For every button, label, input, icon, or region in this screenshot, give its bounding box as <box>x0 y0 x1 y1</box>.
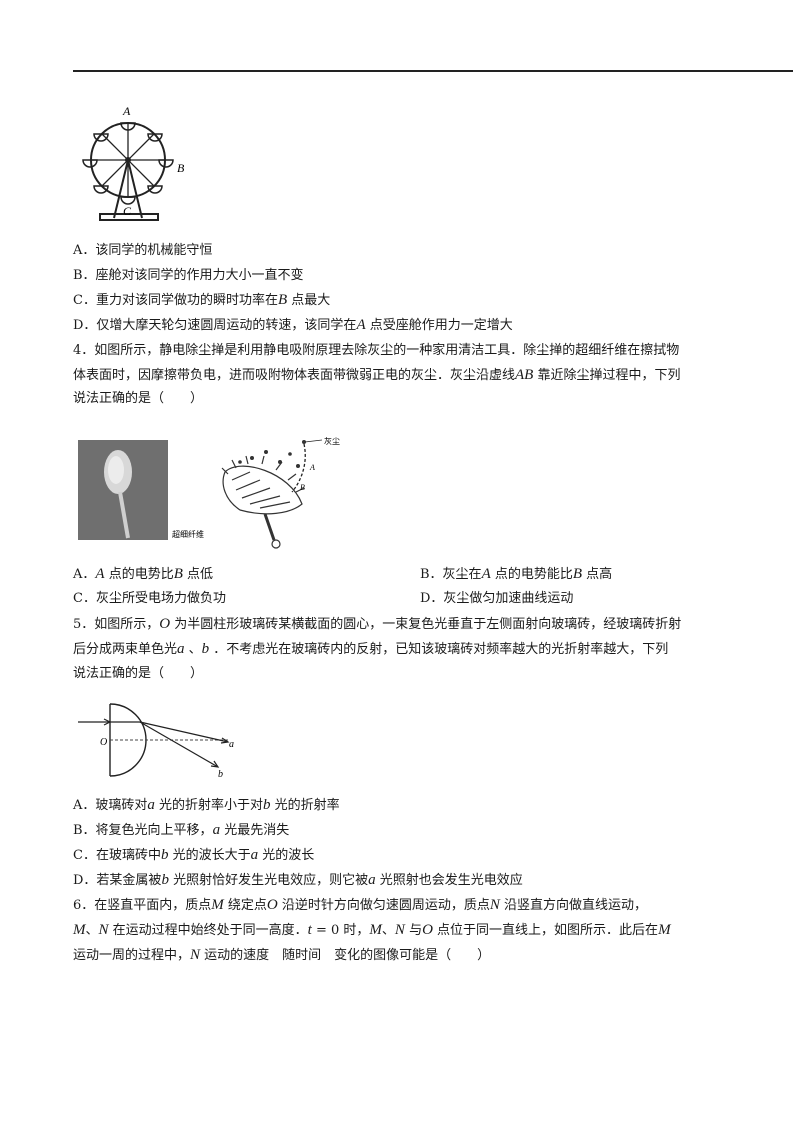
q5-option-b: B．将复色光向上平移，a 光最先消失 <box>73 822 290 838</box>
q6-stem-line2: M、N 在运动过程中始终处于同一高度．t = 0 时，M、N 与O 点位于同一直… <box>73 922 671 938</box>
label-a: a <box>229 739 234 750</box>
q5-stem-line2: 后分成两束单色光a 、b ．不考虑光在玻璃砖内的反射，已知该玻璃砖对频率越大的光… <box>73 641 669 657</box>
q5-option-a: A．玻璃砖对a 光的折射率小于对b 光的折射率 <box>73 797 340 813</box>
q4-stem-line3: 说法正确的是（ ） <box>73 391 204 406</box>
q3-option-d: D．仅增大摩天轮匀速圆周运动的转速，该同学在A 点受座舱作用力一定增大 <box>73 317 513 333</box>
q6-stem-line3: 运动一周的过程中，N 运动的速度 随时间 变化的图像可能是（ ） <box>73 947 491 963</box>
q4-option-d: D．灰尘做匀加速曲线运动 <box>420 591 574 606</box>
q4-option-b: B．灰尘在A 点的电势能比B 点高 <box>420 566 613 582</box>
q6-stem-line1: 6．在竖直平面内，质点M 绕定点O 沿逆时针方向做匀速圆周运动，质点N 沿竖直方… <box>73 897 648 913</box>
q3-option-c: C．重力对该同学做功的瞬时功率在B 点最大 <box>73 292 331 308</box>
q4-option-a: A．A 点的电势比B 点低 <box>73 566 214 582</box>
label-c: C <box>123 204 132 218</box>
label-a: A <box>309 463 315 472</box>
q5-option-d: D．若某金属被b 光照射恰好发生光电效应，则它被a 光照射也会发生光电效应 <box>73 872 523 888</box>
duster-photo <box>78 440 168 540</box>
label-dust: 灰尘 <box>324 436 340 446</box>
label-o: O <box>100 737 107 748</box>
q3-option-b: B．座舱对该同学的作用力大小一直不变 <box>73 268 304 283</box>
label-b: B <box>177 161 185 175</box>
header-rule <box>73 70 793 72</box>
label-fiber: 超细纤维 <box>172 529 204 539</box>
q3-option-a: A．该同学的机械能守恒 <box>73 243 213 258</box>
label-a: A <box>122 104 131 118</box>
q4-stem-line1: 4．如图所示，静电除尘掸是利用静电吸附原理去除灰尘的一种家用清洁工具．除尘掸的超… <box>73 343 680 358</box>
q4-stem-line2: 体表面时，因摩擦带负电，进而吸附物体表面带微弱正电的灰尘．灰尘沿虚线AB 靠近除… <box>73 367 681 383</box>
duster-diagram: 灰尘 A B 超细纤维 <box>170 432 360 552</box>
q5-stem-line3: 说法正确的是（ ） <box>73 666 204 681</box>
glass-brick-diagram: O a b <box>78 700 243 782</box>
ferris-wheel-figure: A B C <box>78 100 203 225</box>
label-b: B <box>300 483 305 492</box>
q5-stem-line1: 5．如图所示，O 为半圆柱形玻璃砖某横截面的圆心，一束复色光垂直于左侧面射向玻璃… <box>73 616 682 632</box>
q5-option-c: C．在玻璃砖中b 光的波长大于a 光的波长 <box>73 847 315 863</box>
q4-option-c: C．灰尘所受电场力做负功 <box>73 591 226 606</box>
label-b: b <box>218 769 223 780</box>
